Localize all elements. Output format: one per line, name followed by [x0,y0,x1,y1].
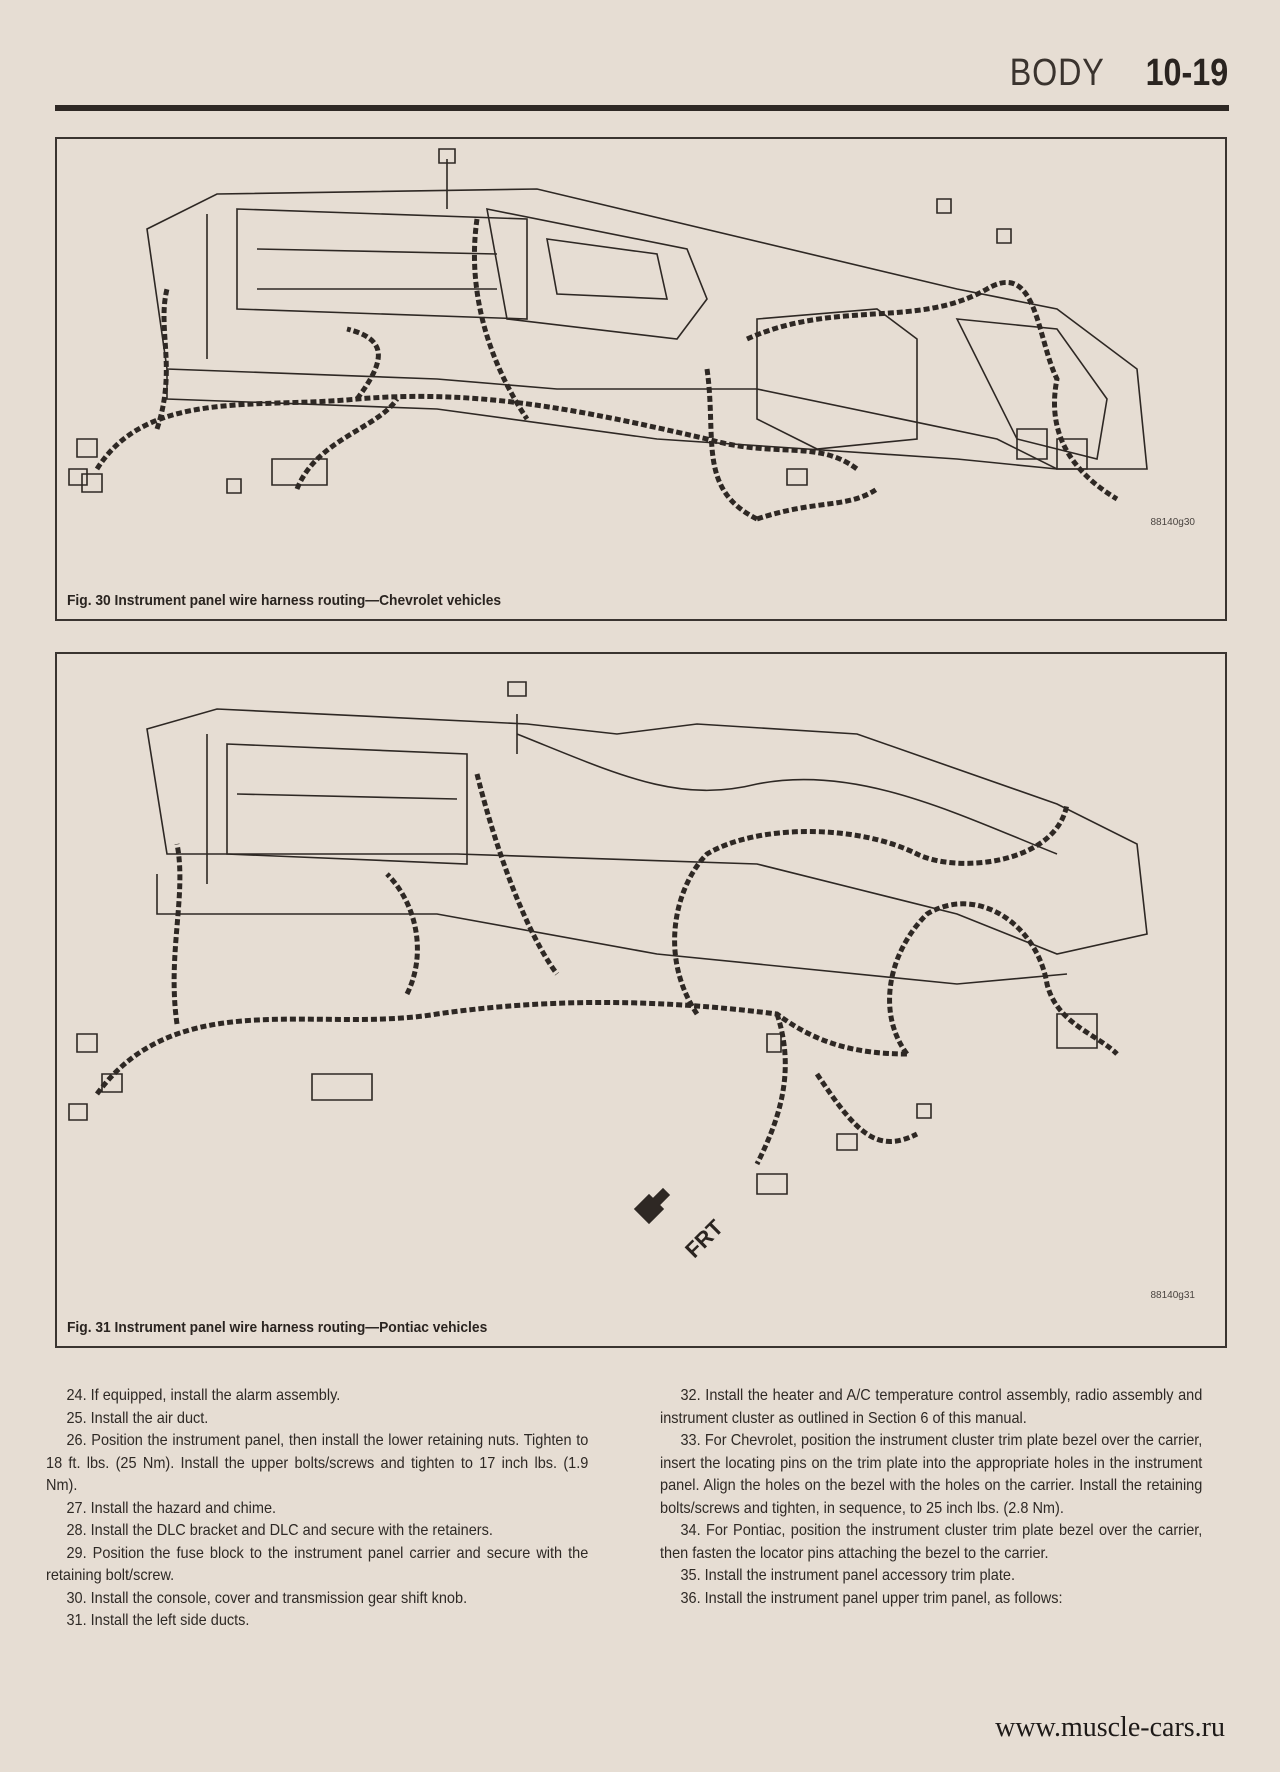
step-31: 31. Install the left side ducts. [66,1612,250,1629]
step-26: 26. Position the instrument panel, then … [46,1432,589,1494]
figure-caption: Fig. 30 Instrument panel wire harness ro… [67,592,502,609]
step-35: 35. Install the instrument panel accesso… [680,1567,1015,1584]
header-rule [55,105,1229,111]
steps-left-column: 24. If equipped, install the alarm assem… [46,1385,591,1633]
section-title: BODY [1009,52,1105,94]
step-32: 32. Install the heater and A/C temperatu… [660,1387,1203,1427]
page-number: 10-19 [1145,52,1228,94]
step-25: 25. Install the air duct. [66,1409,209,1427]
figure-caption: Fig. 31 Instrument panel wire harness ro… [67,1319,488,1336]
page-header: BODY 10-19 [993,52,1228,95]
step-29: 29. Position the fuse block to the instr… [46,1544,589,1585]
step-27: 27. Install the hazard and chime. [66,1499,277,1517]
figure-id: 88140g31 [1150,1290,1196,1301]
watermark-url: www.muscle-cars.ru [995,1712,1225,1743]
figure-30: 88140g30 Fig. 30 Instrument panel wire h… [55,137,1227,621]
step-28: 28. Install the DLC bracket and DLC and … [66,1522,493,1539]
step-24: 24. If equipped, install the alarm assem… [66,1387,341,1404]
pontiac-harness-illustration [68,681,1148,1225]
figure-31: FRT 88140g31 Fig. 31 Instrument panel wi… [55,652,1227,1348]
steps-right-column: 32. Install the heater and A/C temperatu… [660,1385,1205,1610]
step-36: 36. Install the instrument panel upper t… [680,1589,1063,1607]
step-33: 33. For Chevrolet, position the instrume… [660,1432,1203,1517]
step-30: 30. Install the console, cover and trans… [66,1589,468,1607]
step-34: 34. For Pontiac, position the instrument… [660,1522,1203,1562]
chevrolet-harness-illustration [68,148,1148,522]
figure-id: 88140g30 [1150,517,1196,528]
